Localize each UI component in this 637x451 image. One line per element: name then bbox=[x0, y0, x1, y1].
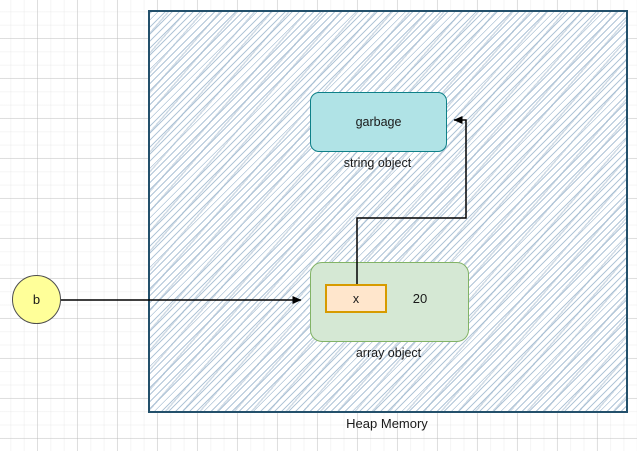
string-object-node: garbage bbox=[310, 92, 447, 152]
variable-b-node: b bbox=[12, 275, 61, 324]
variable-b-label: b bbox=[32, 292, 41, 307]
array-object-caption: array object bbox=[355, 346, 422, 360]
array-field-x-cell: x bbox=[325, 284, 387, 313]
string-object-caption: string object bbox=[343, 156, 412, 170]
heap-memory-label: Heap Memory bbox=[346, 416, 428, 431]
array-field-value: 20 bbox=[412, 291, 428, 306]
array-field-x-label: x bbox=[352, 291, 360, 306]
string-object-text: garbage bbox=[355, 115, 402, 129]
